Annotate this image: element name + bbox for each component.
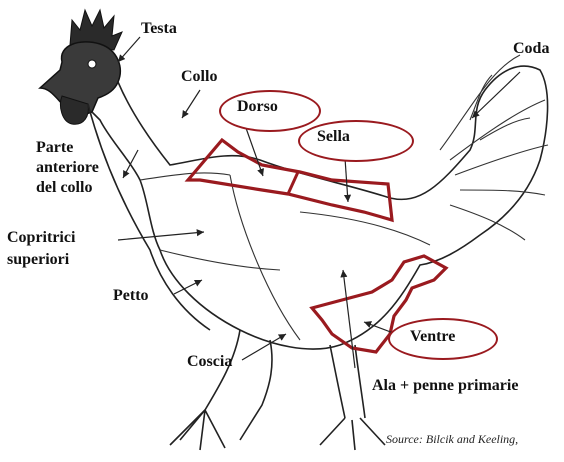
eye (88, 60, 96, 68)
label-petto: Petto (113, 286, 149, 305)
oval-sella (298, 120, 414, 162)
label-ala: Ala + penne primarie (372, 376, 518, 395)
source-note: Source: Bilcik and Keeling, (386, 432, 518, 447)
label-testa: Testa (141, 19, 177, 38)
arrow-coscia (242, 334, 286, 360)
label-del-collo: del collo (36, 178, 92, 197)
arrow-collo (182, 90, 200, 118)
label-dorso: Dorso (237, 97, 278, 116)
label-anteriore: anteriore (36, 158, 99, 177)
arrow-dorso (246, 128, 263, 176)
label-copritrici: Copritrici (7, 228, 75, 247)
label-parte: Parte (36, 138, 73, 157)
label-sella: Sella (317, 127, 350, 146)
tail-feathers (440, 55, 548, 240)
label-collo: Collo (181, 67, 217, 86)
label-coda: Coda (513, 39, 549, 58)
arrow-copritrici (118, 232, 204, 240)
label-superiori: superiori (7, 250, 69, 269)
label-ventre: Ventre (410, 327, 455, 346)
label-coscia: Coscia (187, 352, 232, 371)
arrow-ala (343, 270, 355, 368)
arrow-testa (118, 37, 140, 62)
